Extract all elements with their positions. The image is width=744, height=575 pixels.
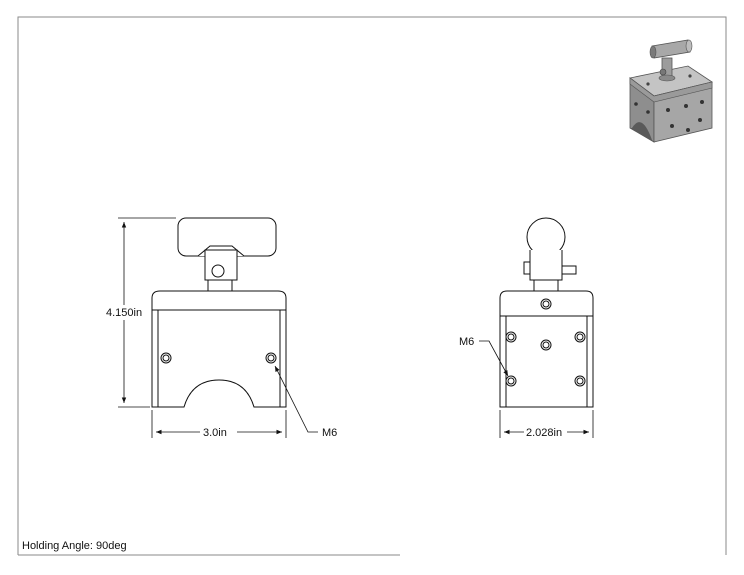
holding-angle-note: Holding Angle: 90deg (22, 540, 127, 552)
collar-pin (211, 264, 225, 278)
width-dimension-side (499, 410, 594, 438)
thread-leader-front (274, 365, 318, 433)
height-dimension (118, 217, 176, 408)
front-view (151, 217, 287, 408)
width-label-front: 3.0in (203, 427, 227, 439)
height-label: 4.150in (106, 307, 142, 319)
width-dimension-front (151, 410, 287, 438)
thread-leader-side (479, 340, 509, 377)
magnet-body (151, 290, 287, 408)
m6-hole-right (265, 352, 277, 364)
side-view (499, 217, 594, 408)
thread-label-front: M6 (322, 427, 337, 439)
width-label-side: 2.028in (526, 427, 562, 439)
m6-hole-left (160, 352, 172, 364)
isometric-view (629, 39, 713, 143)
m6-hole-side (505, 375, 517, 387)
thread-label-side: M6 (459, 336, 474, 348)
sheet-border (17, 16, 727, 555)
